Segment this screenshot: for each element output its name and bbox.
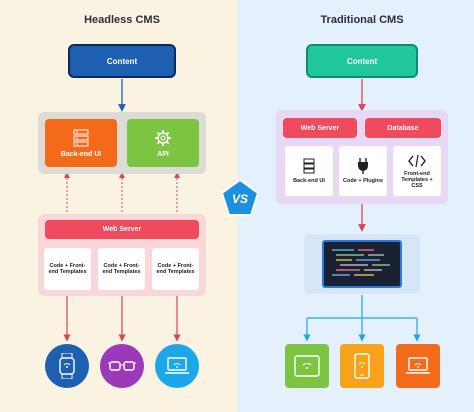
api-label: API [157,150,169,158]
code-editor-screen-icon [322,240,402,288]
traditional-backend-card: Back-end UI [285,146,333,196]
traditional-templates-card: Front-end Templates + CSS [393,146,441,196]
server-icon [303,158,315,174]
traditional-backend-label: Back-end UI [293,178,325,184]
template-card-1: Code + Front-end Templates [44,248,91,290]
phone-icon [340,344,384,388]
tablet-icon [285,344,329,388]
traditional-title: Traditional CMS [320,14,404,26]
traditional-templates-label: Front-end Templates + CSS [401,170,433,189]
gear-icon [155,129,171,146]
code-icon [408,154,426,167]
backend-ui-label: Back-end UI [60,150,102,158]
server-icon [73,129,89,146]
api-box: API [127,119,199,167]
traditional-content-box: Content [306,44,418,78]
template-card-3: Code + Front-end Templates [152,248,199,290]
plug-icon [358,158,368,174]
database-box: Database [365,118,441,138]
traditional-web-server-box: Web Server [283,118,357,138]
backend-ui-box: Back-end UI [45,119,117,167]
smartwatch-icon [45,344,89,388]
vs-badge [220,178,260,216]
traditional-plugins-label: Code + Plugins [343,178,383,184]
vr-glasses-icon [100,344,144,388]
traditional-laptop-icon [396,344,440,388]
headless-title: Headless CMS [84,14,160,26]
laptop-icon [155,344,199,388]
headless-web-server-box: Web Server [45,220,199,239]
template-card-2: Code + Front-end Templates [98,248,145,290]
traditional-plugins-card: Code + Plugins [339,146,387,196]
headless-content-box: Content [68,44,176,78]
vs-label: VS [231,192,248,206]
